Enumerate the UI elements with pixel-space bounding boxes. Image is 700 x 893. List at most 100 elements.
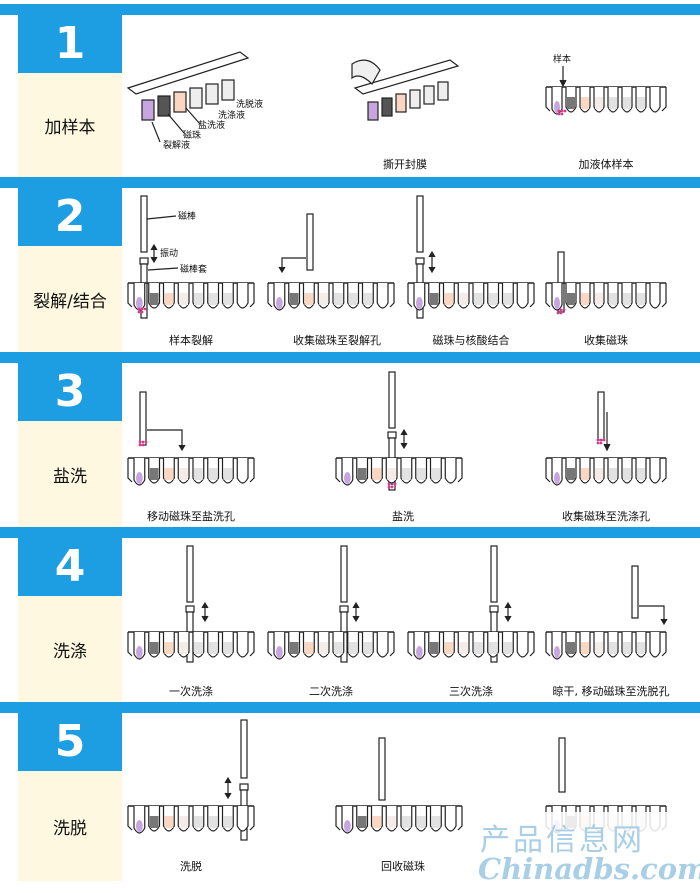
strip-4a-lug-right <box>249 632 255 657</box>
bead-cluster <box>596 438 600 442</box>
sleeve-4a-cap <box>185 605 195 613</box>
bead-cluster <box>557 112 561 116</box>
vibrate-arrow-4a-up <box>201 601 209 609</box>
step-4-bar <box>0 527 700 538</box>
strip-5a-lug-right <box>249 806 255 831</box>
vibrate-arrow-2a-down <box>150 256 158 264</box>
strip-5a-liquid <box>164 816 174 828</box>
strip-4a-lug-left <box>127 632 133 657</box>
strip-4b-lug-right <box>389 632 395 657</box>
caption-bind: 磁珠与核酸结合 <box>432 334 510 347</box>
step-4-label: 洗涤 <box>18 596 122 702</box>
strip-2d-well <box>649 283 661 309</box>
annotation-beads: 磁珠 <box>183 129 201 141</box>
bead-cluster <box>599 441 603 445</box>
rod-4d <box>631 565 639 619</box>
rod-2c <box>416 195 424 253</box>
cartridge-top-2 <box>353 59 460 95</box>
strip-4d-liquid <box>623 642 631 654</box>
strip-2a-sample-liquid <box>136 297 143 309</box>
caption-add-sample: 加液体样本 <box>578 158 634 171</box>
move-arrow-3a <box>147 429 183 446</box>
strip-5b-liquid <box>387 816 396 828</box>
strip-2d-liquid <box>595 293 603 305</box>
strip-2a-liquid <box>208 293 218 305</box>
strip-4a-liquid <box>194 642 203 654</box>
strip-3c-well <box>649 458 661 484</box>
strip-4d-sample-liquid <box>554 646 560 658</box>
strip-2b-sample-liquid <box>276 297 283 309</box>
sleeve-2a-cap <box>139 257 149 265</box>
sleeve-4b-cap <box>339 605 349 613</box>
bead-cluster <box>596 441 600 445</box>
strip-5b-well <box>444 806 457 832</box>
strip-4c-liquid <box>474 642 483 654</box>
caption-lysis: 样本裂解 <box>169 334 213 347</box>
move-arrow-4d-head <box>660 618 668 626</box>
rod-3c <box>597 391 605 441</box>
strip-2c-liquid <box>459 293 468 305</box>
bead-cluster <box>138 440 142 444</box>
strip-3a-liquid <box>164 468 174 480</box>
strip-2b-liquid <box>304 293 314 305</box>
strip-2a-liquid <box>194 293 203 305</box>
strip-4c-liquid <box>488 642 498 654</box>
rod-4c <box>490 545 498 603</box>
strip-2b-liquid <box>289 293 299 305</box>
strip-4a-liquid <box>149 642 159 654</box>
strip-3b-lug-left <box>335 458 341 483</box>
bead-cluster <box>141 443 145 447</box>
leader-beads <box>167 113 185 134</box>
strip-3b-sample-liquid <box>344 472 351 484</box>
sleeve-5a-cap <box>239 783 249 791</box>
caption-recover-beads: 回收磁珠 <box>381 860 425 873</box>
strip-4a-well <box>236 632 249 658</box>
strip-4d-lug-right <box>661 632 667 657</box>
cartridge-well-2 <box>409 89 421 109</box>
strip-2a-liquid <box>223 293 233 305</box>
strip-3c-liquid <box>567 468 575 480</box>
caption-tear-film: 撕开封膜 <box>383 158 427 171</box>
cartridge-well-2 <box>381 97 393 117</box>
strip-3c-lug-left <box>545 458 551 483</box>
vibrate-arrow-5a-up <box>224 776 232 784</box>
caption-wash-1: 一次洗涤 <box>169 685 213 698</box>
caption-move-to-salt: 移动磁珠至盐洗孔 <box>147 510 235 523</box>
strip-5a-liquid <box>179 816 188 828</box>
caption-wash-3: 三次洗涤 <box>449 685 493 698</box>
strip-2a-liquid <box>149 293 159 305</box>
strip-4b-liquid <box>304 642 314 654</box>
vibrate-arrow-4a-down <box>201 615 209 623</box>
watermark-cn: 产品信息网 <box>480 823 645 858</box>
strip-4d-well <box>649 632 661 658</box>
bead-cluster <box>387 485 391 489</box>
strip-4a-sample-liquid <box>136 646 143 658</box>
strip-5b-liquid <box>416 816 426 828</box>
bead-cluster <box>560 109 564 113</box>
annotation-magnetic-rod: 磁棒 <box>178 210 196 222</box>
bead-cluster <box>562 308 566 312</box>
step-1-number: 1 <box>18 15 122 73</box>
bead-cluster <box>556 311 560 315</box>
strip-3b-lug-right <box>457 458 463 483</box>
annotation-elution-buffer: 洗脱液 <box>236 98 263 110</box>
bead-cluster <box>393 482 397 486</box>
strip-3c-liquid <box>609 468 617 480</box>
bead-cluster <box>140 310 144 314</box>
strip-4b-sample-liquid <box>276 646 283 658</box>
strip-5a-well <box>236 806 249 832</box>
strip-3c-lug-right <box>661 458 667 483</box>
strip-4b-liquid <box>334 642 343 654</box>
bead-cluster <box>559 308 563 312</box>
move-arrow-3c-head <box>603 443 611 452</box>
strip-4c-lug-left <box>407 632 413 657</box>
leader-sleeve <box>147 267 179 271</box>
strip-3b-liquid <box>402 468 411 480</box>
step-5-number: 5 <box>18 713 122 771</box>
strip-3c-liquid <box>581 468 589 480</box>
strip-3a-liquid <box>149 468 159 480</box>
strip-2c-liquid <box>429 293 439 305</box>
strip-2b-well <box>376 283 389 309</box>
strip-5a-liquid <box>194 816 203 828</box>
